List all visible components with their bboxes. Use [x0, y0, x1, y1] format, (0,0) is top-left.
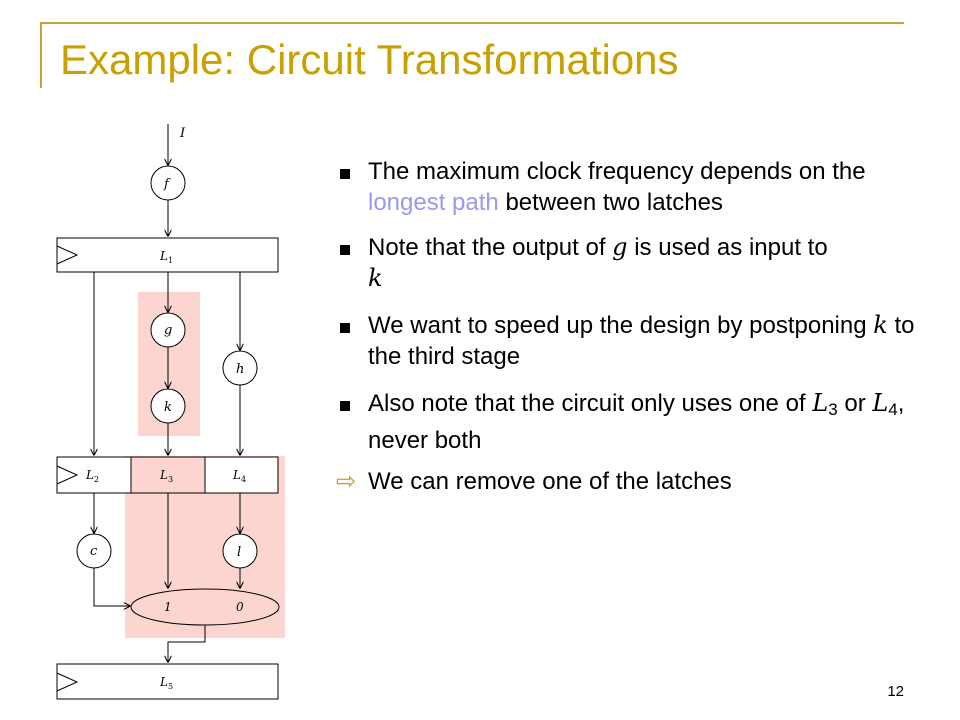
latch-l3-label: L3	[159, 468, 173, 484]
wire-mux-l5	[168, 625, 206, 662]
bullet-one-of-latches: Also note that the circuit only uses one…	[340, 388, 920, 456]
page-number: 12	[887, 683, 904, 700]
latch-l5-label: L5	[159, 675, 173, 691]
bullet-text: We want to speed up the design by postpo…	[368, 312, 874, 339]
latch-l2-label: L2	[85, 468, 99, 484]
highlight-longest-path: longest path	[368, 189, 499, 216]
node-k-label: k	[164, 400, 172, 415]
mux-input-0-label: 0	[236, 600, 244, 614]
latch-l1-label: L1	[159, 249, 173, 265]
bullet-text: to the third stage	[368, 312, 915, 370]
bullet-text: between two latches	[498, 189, 723, 216]
node-c-label: c	[90, 544, 98, 559]
var-g: g	[612, 233, 628, 261]
bullet-longest-path: The maximum clock frequency depends on t…	[340, 156, 920, 218]
frame-top-rule	[40, 22, 904, 24]
bullet-text: is used as input to	[627, 234, 828, 261]
bullet-list: The maximum clock frequency depends on t…	[336, 156, 920, 509]
bullet-text: The maximum clock frequency depends on t…	[368, 158, 866, 185]
bullet-square-icon	[340, 169, 350, 179]
bullet-text: , never both	[368, 390, 905, 454]
arrow-right-icon: ⇨	[336, 468, 357, 495]
bullet-text: Note that the output of	[368, 234, 613, 261]
slide-title: Example: Circuit Transformations	[60, 36, 679, 83]
var-k: k	[873, 311, 888, 339]
var-k: k	[368, 264, 383, 292]
node-f-label: f	[163, 177, 171, 192]
clock-symbol-l5	[56, 672, 79, 692]
node-l-label: l	[237, 545, 241, 560]
input-label: I	[179, 126, 186, 141]
latch-l5	[56, 663, 279, 700]
bullet-text: We can remove one of the latches	[368, 468, 732, 495]
bullet-output-of-g: Note that the output of g is used as inp…	[340, 232, 838, 294]
latch-l4	[204, 456, 279, 494]
latch-l1	[56, 237, 279, 273]
bullet-square-icon	[340, 401, 350, 411]
var-l3: L3	[812, 389, 838, 419]
node-h-label: h	[236, 362, 244, 377]
bullet-text: Also note that the circuit only uses one…	[368, 390, 813, 417]
wire-c-mux-select	[93, 568, 130, 606]
clock-symbol-l1	[56, 245, 79, 265]
node-g-label: g	[164, 323, 172, 338]
bullet-square-icon	[340, 245, 350, 255]
bullet-postpone-k: We want to speed up the design by postpo…	[340, 310, 920, 372]
latch-l4-label: L4	[232, 468, 246, 484]
bullet-square-icon	[340, 323, 350, 333]
var-l4: L4	[872, 389, 898, 419]
multiplexer	[130, 588, 280, 626]
clock-symbol-l2	[56, 465, 79, 485]
frame-left-rule	[40, 22, 42, 88]
mux-input-1-label: 1	[164, 600, 172, 614]
bullet-text: or	[837, 390, 873, 417]
bullet-remove-latch: ⇨ We can remove one of the latches	[336, 466, 920, 497]
